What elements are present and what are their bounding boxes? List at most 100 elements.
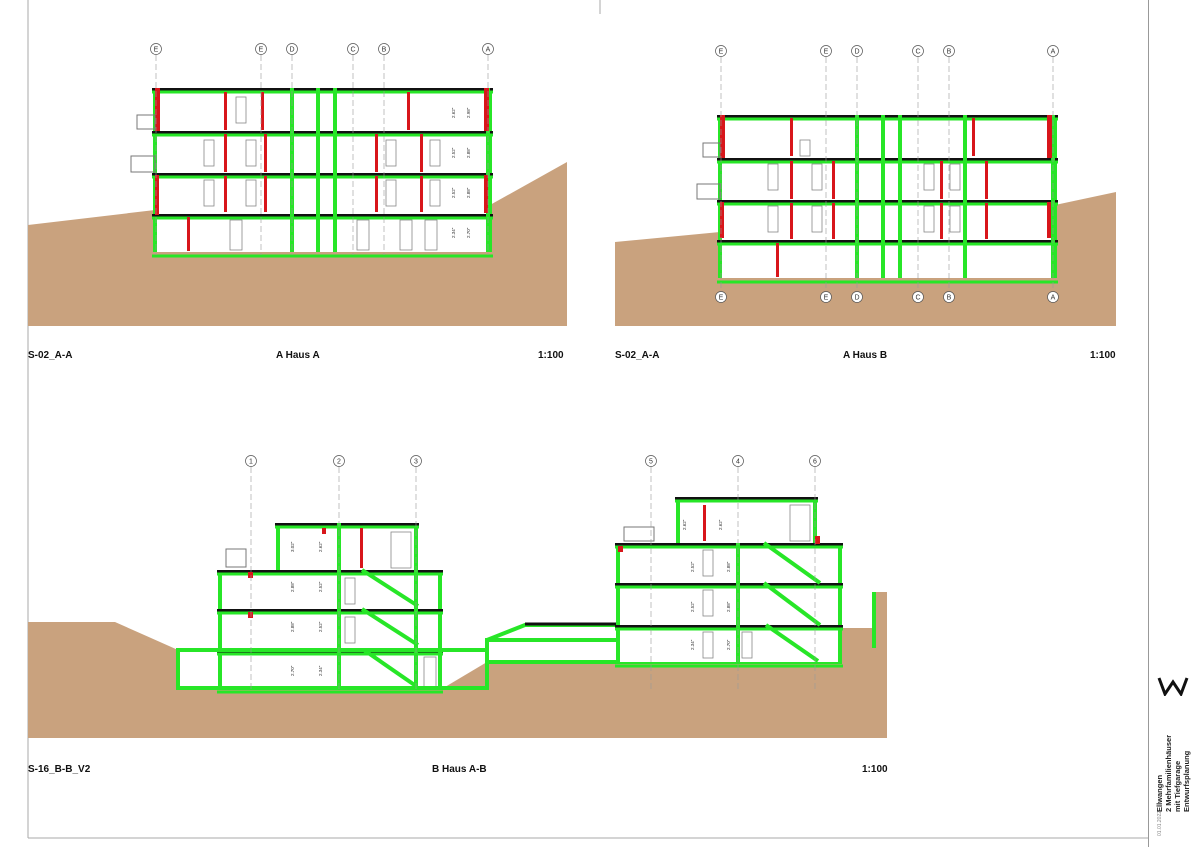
dimension-label: 2.52" xyxy=(690,561,695,572)
floor-slab xyxy=(615,583,843,586)
project-phase: Entwurfsplanung xyxy=(1182,750,1191,812)
wall-section-red xyxy=(790,203,793,239)
view-scale-1: 1:100 xyxy=(538,350,564,361)
grid-axis-label: B xyxy=(947,49,952,56)
floor-slab-green xyxy=(152,175,493,179)
grid-bubble xyxy=(809,455,821,467)
grid-bubble xyxy=(732,455,744,467)
floor-slab xyxy=(152,173,493,176)
wall-section-red xyxy=(618,546,623,552)
floor-slab-green xyxy=(152,254,493,258)
door xyxy=(390,531,412,569)
door xyxy=(811,205,823,233)
wall-section-red xyxy=(972,118,975,156)
dimension-label: 2.52" xyxy=(690,601,695,612)
retaining-wall xyxy=(872,592,876,648)
wall-section-red xyxy=(155,175,159,215)
door xyxy=(235,96,247,124)
exterior-wall xyxy=(813,497,817,543)
stair-flight xyxy=(762,541,822,585)
balcony-railing xyxy=(702,142,721,158)
dimension-label: 2.62" xyxy=(451,107,456,118)
grid-axis-label: 6 xyxy=(813,459,817,466)
wall-section-red xyxy=(703,505,706,541)
garage-section xyxy=(438,648,489,690)
wall-section-red xyxy=(1047,115,1052,158)
door xyxy=(203,139,215,167)
exterior-wall xyxy=(438,570,442,688)
grid-bubble xyxy=(912,45,924,57)
door xyxy=(789,504,811,542)
door xyxy=(245,179,257,207)
wall-section-red xyxy=(484,88,489,131)
wall-section-red xyxy=(375,176,378,212)
grid-axis-label: B xyxy=(382,47,387,54)
wall-section-red xyxy=(940,161,943,199)
view-scale-2: 1:100 xyxy=(1090,350,1116,361)
wall-section-red xyxy=(420,134,423,172)
wall-section-red xyxy=(985,203,988,239)
floor-slab xyxy=(217,570,443,573)
floor-slab-green xyxy=(152,133,493,137)
view-title-1: A Haus A xyxy=(276,350,320,361)
building-interior xyxy=(220,570,440,688)
door xyxy=(344,616,356,644)
grid-axis-label: 3 xyxy=(414,459,418,466)
building-interior xyxy=(720,115,1055,278)
grid-bubble xyxy=(347,43,359,55)
interior-wall xyxy=(316,88,320,252)
grid-bubble xyxy=(943,291,955,303)
grid-bubble xyxy=(482,43,494,55)
grid-axis-label: D xyxy=(854,49,859,56)
grid-axis-label: A xyxy=(486,47,491,54)
dimension-label: 2.88" xyxy=(726,561,731,572)
grid-bubble xyxy=(943,45,955,57)
door xyxy=(702,589,714,617)
door xyxy=(923,163,935,191)
grid-bubble xyxy=(333,455,345,467)
exterior-wall xyxy=(838,543,842,662)
floor-slab-green xyxy=(217,611,443,615)
plan-date: 01.01.2022 xyxy=(1157,810,1163,836)
grid-axis-label: 5 xyxy=(649,459,653,466)
floor-slab xyxy=(675,497,818,500)
wall-section-red xyxy=(790,118,793,156)
floor-slab xyxy=(717,115,1058,118)
grid-axis-label-bottom: D xyxy=(854,295,859,302)
floor-slab-green xyxy=(717,117,1058,121)
ground-terrain xyxy=(28,592,887,738)
floor-slab-green xyxy=(217,572,443,576)
floor-slab-green xyxy=(675,499,818,503)
project-info: Ellwangen 2 Mehrfamilienhäuser mit Tiefg… xyxy=(1155,735,1191,812)
wall-section-red xyxy=(484,175,488,213)
stair-flight xyxy=(362,648,418,688)
grid-axis-label: E xyxy=(259,47,264,54)
wall-section-red xyxy=(264,176,267,212)
wall-section-red xyxy=(407,92,410,130)
dimension-label: 2.62" xyxy=(682,519,687,530)
stair-flight xyxy=(360,607,420,647)
balcony-railing xyxy=(696,183,721,200)
door xyxy=(799,139,811,157)
exterior-wall xyxy=(676,497,680,543)
wall-section-red xyxy=(261,92,264,130)
wall-section-red xyxy=(248,612,253,618)
grid-axis-label: A xyxy=(1051,49,1056,56)
dimension-label: 2.70" xyxy=(466,227,471,238)
wall-section-red xyxy=(187,217,190,251)
floor-slab-green xyxy=(217,652,443,656)
grid-axis-label: C xyxy=(350,47,355,54)
wall-section-red xyxy=(790,161,793,199)
dimension-label: 2.52" xyxy=(451,187,456,198)
grid-axis-label-bottom: E xyxy=(824,295,829,302)
door xyxy=(245,139,257,167)
door xyxy=(229,219,243,251)
door xyxy=(203,179,215,207)
grid-axis-label: C xyxy=(915,49,920,56)
door xyxy=(949,205,961,233)
floor-slab xyxy=(152,88,493,91)
floor-slab-green xyxy=(717,242,1058,246)
grid-axis-label: E xyxy=(824,49,829,56)
wall-section-red xyxy=(420,176,423,212)
